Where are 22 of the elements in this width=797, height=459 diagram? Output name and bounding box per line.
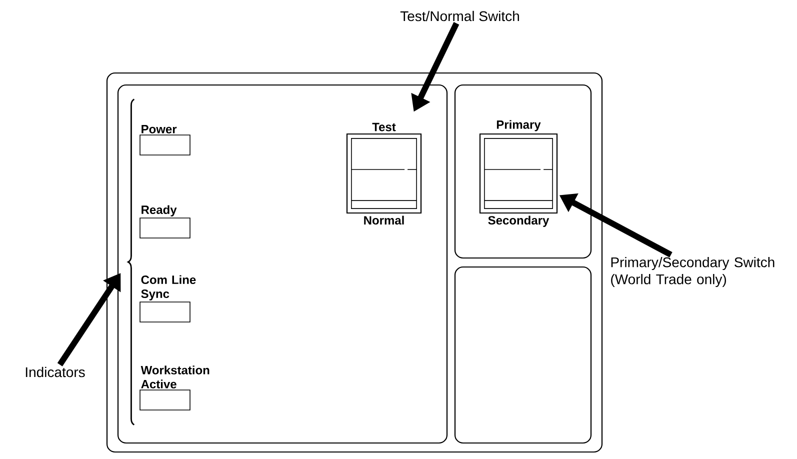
rocker-switch: Test Normal bbox=[346, 122, 422, 225]
node-label: Primary bbox=[496, 120, 541, 132]
callout-text: Test/Normal Switch bbox=[400, 10, 519, 22]
node-label: Ready bbox=[142, 205, 177, 216]
node-label: Secondary bbox=[488, 216, 550, 227]
rocker-switch: Primary Secondary bbox=[479, 120, 558, 227]
panel-frame bbox=[454, 84, 592, 259]
callout-text: Indicators bbox=[26, 366, 85, 378]
node-label: Workstation Active bbox=[140, 366, 210, 388]
brace bbox=[128, 98, 135, 426]
callout-text: Primary/Secondary Switch (World Trade only) bbox=[611, 256, 774, 288]
panel-frame bbox=[117, 84, 448, 444]
indicator-lamp: Com Line Sync bbox=[140, 275, 196, 322]
indicator-lamp: Power bbox=[140, 125, 190, 156]
indicator-lamp: Ready bbox=[140, 205, 190, 238]
indicator-lamp: Workstation Active bbox=[140, 366, 210, 410]
panel-frame bbox=[106, 72, 603, 453]
node-label: Com Line Sync bbox=[141, 275, 196, 300]
node-label: Power bbox=[142, 125, 177, 134]
panel-frame bbox=[454, 266, 592, 444]
node-label: Test bbox=[372, 122, 396, 132]
node-label: Normal bbox=[364, 216, 404, 225]
